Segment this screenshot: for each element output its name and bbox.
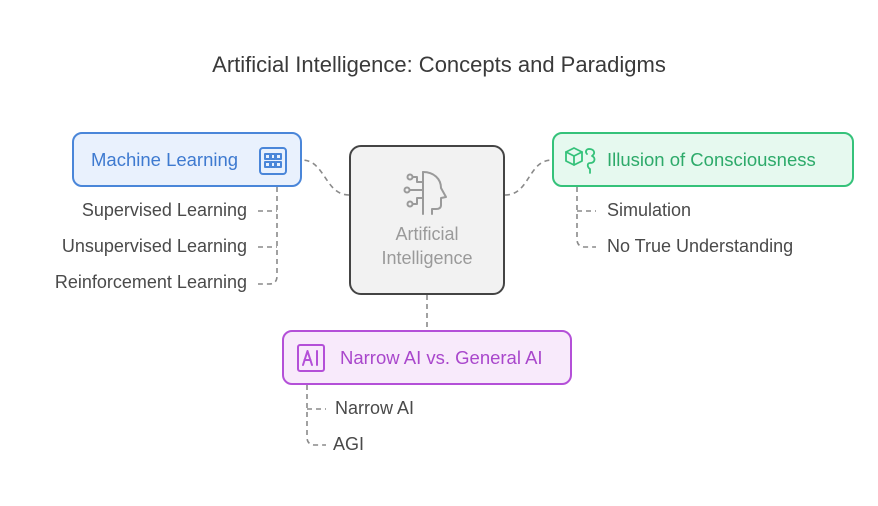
- center-node: Artificial Intelligence: [349, 145, 505, 295]
- leaf-simulation: Simulation: [607, 200, 692, 220]
- connector-illusion-trunk: [576, 187, 596, 248]
- grid-table-icon: [258, 146, 288, 176]
- narrow-general-ai-label: Narrow AI vs. General AI: [340, 346, 543, 368]
- illusion-consciousness-node[interactable]: Illusion of Consciousness: [552, 132, 854, 187]
- leaf-narrow-ai: Narrow AI: [335, 398, 415, 418]
- narrow-general-ai-node[interactable]: Narrow AI vs. General AI: [282, 330, 572, 385]
- machine-learning-label: Machine Learning: [91, 148, 239, 170]
- leaf-agi: AGI: [333, 434, 365, 454]
- connector-ml-trunk: [258, 187, 278, 285]
- connector-narrow-trunk: [306, 385, 326, 446]
- head-circuit-icon: [403, 170, 451, 216]
- leaf-unsupervised-learning: Unsupervised Learning: [61, 236, 247, 256]
- illusion-consciousness-label: Illusion of Consciousness: [607, 148, 816, 170]
- connector-illusion: [504, 159, 553, 196]
- connector-ml: [301, 159, 350, 196]
- center-label: Artificial Intelligence: [381, 224, 473, 268]
- machine-learning-node[interactable]: Machine Learning: [72, 132, 302, 187]
- cube-brain-icon: [564, 145, 598, 175]
- diagram-title: Artificial Intelligence: Concepts and Pa…: [212, 52, 666, 77]
- leaf-reinforcement-learning: Reinforcement Learning: [54, 272, 247, 292]
- leaf-no-true-understanding: No True Understanding: [607, 236, 794, 256]
- leaf-supervised-learning: Supervised Learning: [81, 200, 247, 220]
- ai-badge-icon: [296, 343, 326, 373]
